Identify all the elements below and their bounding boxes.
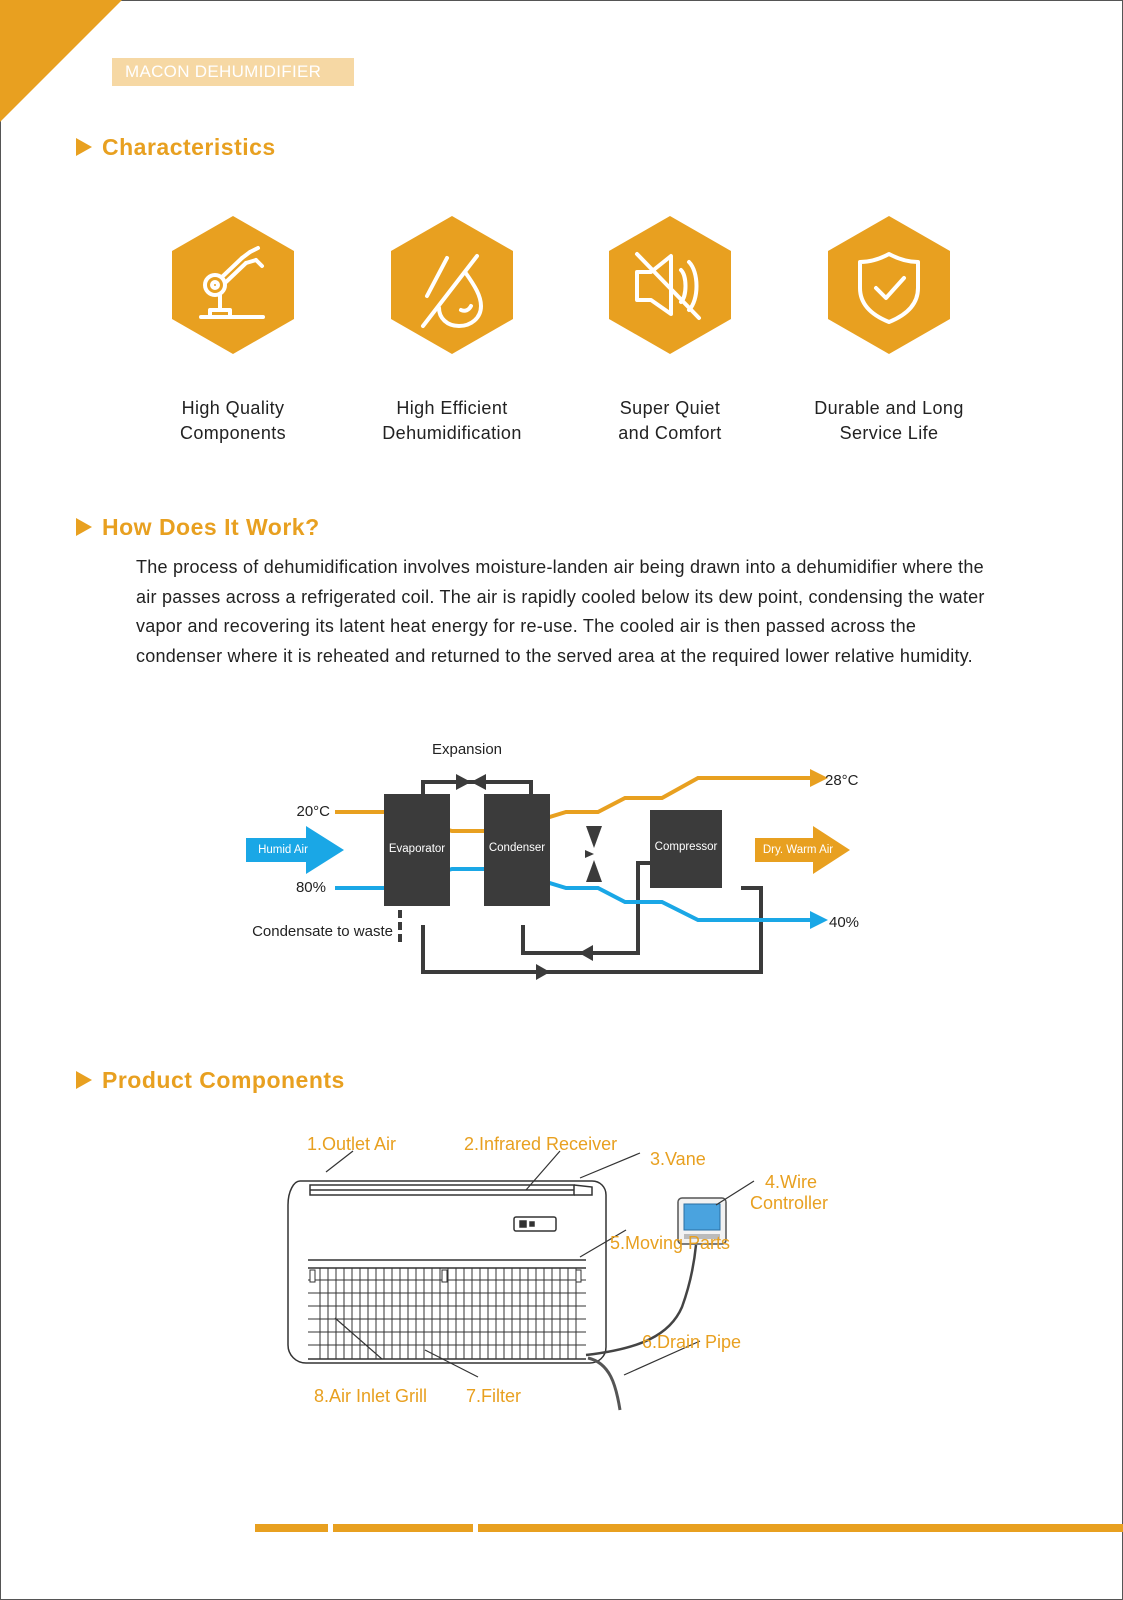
feature-durable: Durable and Long Service Life <box>779 214 999 446</box>
compressor-label: Compressor <box>655 841 718 853</box>
evaporator-label: Evaporator <box>389 843 445 855</box>
component-label-outlet-air: 1.Outlet Air <box>307 1135 396 1154</box>
characteristics-heading: Characteristics <box>76 132 276 162</box>
shield-check-icon <box>828 216 950 354</box>
triangle-bullet-icon <box>76 138 92 156</box>
component-label-wire: 4.Wire <box>765 1172 817 1192</box>
temp-in-label: 20°C <box>296 803 330 820</box>
brand-tag: MACON DEHUMIDIFIER <box>112 58 354 86</box>
humid-out-label: 40% <box>829 914 859 931</box>
arrow-right-icon <box>810 911 828 929</box>
arrow-right-icon <box>810 769 828 787</box>
leader-lines <box>325 1150 755 1378</box>
controller-cable <box>585 1244 698 1357</box>
feature-label: High Quality Components <box>179 398 287 443</box>
component-label-infrared-receiver: 2.Infrared Receiver <box>464 1135 617 1154</box>
triangle-bullet-icon <box>76 1071 92 1089</box>
feature-high-efficient: High Efficient Dehumidification <box>342 214 562 446</box>
humid-in-label: 80% <box>296 879 326 896</box>
expansion-valve-icon <box>456 774 471 790</box>
feature-label: High Efficient Dehumidification <box>382 398 522 443</box>
compressor-unit <box>650 810 722 888</box>
mute-speaker-icon <box>609 216 731 354</box>
components-heading: Product Components <box>76 1065 345 1095</box>
wire-controller-icon <box>677 1197 727 1245</box>
temp-out-label: 28°C <box>825 772 859 789</box>
humid-air-label: Humid Air <box>258 844 308 856</box>
component-label-controller: Controller <box>750 1193 828 1213</box>
triangle-bullet-icon <box>76 518 92 536</box>
dry-warm-air-label: Dry. Warm Air <box>763 844 833 856</box>
dehumidification-diagram: Expansion 20°C 28°C 80% 40% Humid Air Ev… <box>246 741 859 980</box>
component-label-vane: 3.Vane <box>650 1149 706 1169</box>
water-drop-icon <box>391 216 513 354</box>
product-components-illustration: 1.Outlet Air 2.Infrared Receiver 3.Vane … <box>287 1135 828 1411</box>
drain-pipe <box>587 1356 622 1411</box>
corner-decoration <box>0 0 122 122</box>
condenser-unit <box>484 794 550 906</box>
dry-warm-air-arrow <box>755 826 850 874</box>
evaporator-unit <box>384 794 450 906</box>
robot-arm-icon <box>172 216 294 354</box>
component-label-moving-parts: 5.Moving Parts <box>610 1233 730 1253</box>
feature-high-quality: High Quality Components <box>123 214 343 446</box>
flow-arrow-icon <box>579 945 593 961</box>
expansion-label: Expansion <box>432 741 502 758</box>
condensate-drip-icon <box>398 910 402 942</box>
flow-arrow-icon <box>536 964 550 980</box>
component-label-air-inlet-grill: 8.Air Inlet Grill <box>314 1386 427 1406</box>
how-it-works-paragraph: The process of dehumidification involves… <box>136 557 985 666</box>
dehumidifier-unit <box>287 1180 607 1364</box>
how-it-works-heading: How Does It Work? <box>76 512 320 542</box>
condensate-label: Condensate to waste <box>252 923 393 940</box>
component-label-drain-pipe: 6.Drain Pipe <box>642 1332 741 1352</box>
humid-air-arrow <box>246 826 344 874</box>
condenser-label: Condenser <box>489 842 545 854</box>
component-label-filter: 7.Filter <box>466 1386 521 1406</box>
feature-label: Durable and Long Service Life <box>814 398 964 443</box>
feature-label: Super Quiet and Comfort <box>618 398 722 443</box>
fan-icon <box>585 826 602 882</box>
feature-super-quiet: Super Quiet and Comfort <box>560 214 780 446</box>
air-inlet-grill <box>308 1268 586 1359</box>
